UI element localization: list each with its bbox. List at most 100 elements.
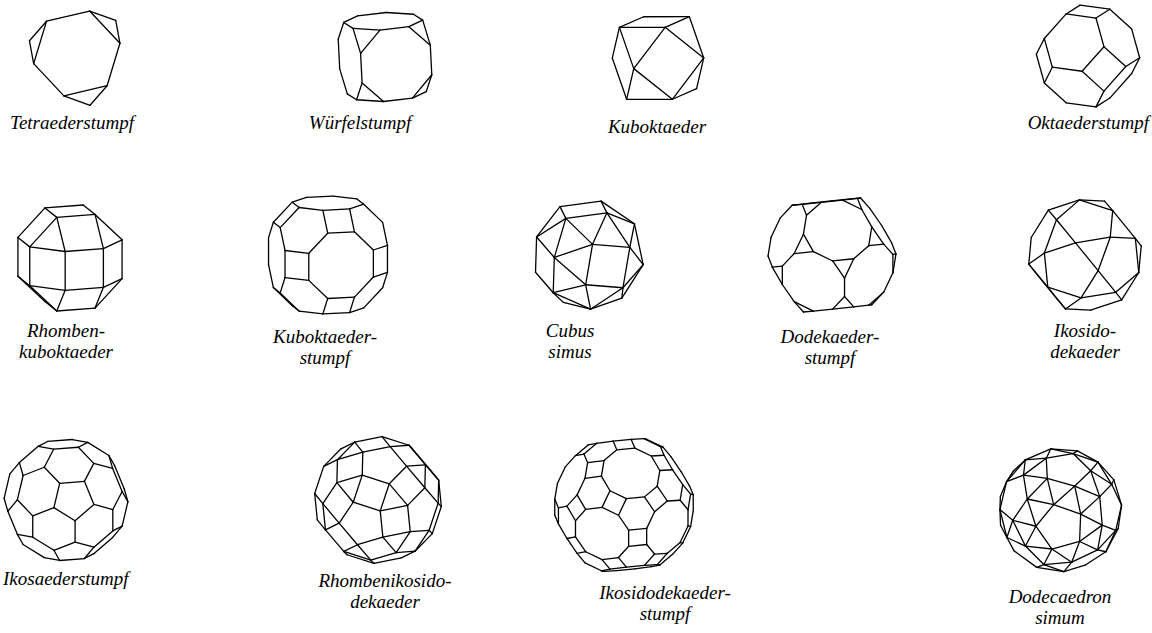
polyhedron-edge bbox=[273, 222, 280, 227]
polyhedron-edge bbox=[299, 207, 323, 210]
polyhedron-edge bbox=[667, 500, 680, 502]
polyhedron-edge bbox=[353, 475, 362, 502]
polyhedron-edge bbox=[577, 495, 586, 510]
polyhedron-edge bbox=[364, 204, 383, 222]
polyhedron-edge bbox=[1044, 253, 1047, 287]
polyhedron-edge bbox=[439, 480, 442, 506]
polyhedron-edge bbox=[1023, 475, 1047, 478]
polyhedron-edge bbox=[618, 546, 628, 557]
polyhedron-edge bbox=[782, 284, 794, 301]
polyhedron-edge bbox=[1036, 505, 1054, 527]
polyhedron-edge bbox=[383, 537, 396, 552]
polyhedron-edge bbox=[644, 486, 657, 497]
polyhedron-edge bbox=[17, 237, 18, 276]
polyhedron-edge bbox=[601, 201, 634, 224]
polyhedron-edge bbox=[1075, 486, 1081, 514]
polyhedron-edge bbox=[1116, 272, 1139, 292]
polyhedron-edge bbox=[1044, 38, 1052, 67]
polyhedron-edge bbox=[1075, 243, 1098, 271]
polyhedron-edge bbox=[437, 480, 439, 503]
polyhedron-edge bbox=[586, 507, 602, 509]
polyhedron-edge bbox=[269, 265, 274, 288]
polyhedron-edge bbox=[618, 515, 628, 530]
polyhedron-edge bbox=[17, 534, 32, 537]
polyhedron-drawing bbox=[555, 439, 693, 572]
polyhedron-edge bbox=[563, 302, 590, 309]
polyhedron-edge bbox=[292, 202, 299, 207]
polyhedron-edge bbox=[1091, 471, 1112, 485]
polyhedron-edge bbox=[409, 445, 412, 448]
polyhedron-edge bbox=[558, 524, 567, 539]
polyhedron-edge bbox=[373, 250, 374, 277]
polyhedron-edge bbox=[328, 232, 355, 233]
polyhedron-edge bbox=[383, 222, 388, 245]
polyhedron-edge bbox=[382, 437, 409, 446]
polyhedron-edge bbox=[426, 75, 432, 92]
polyhedron-edge bbox=[1027, 499, 1053, 505]
polyhedron-edge bbox=[1007, 537, 1026, 546]
polyhedron-edge bbox=[1065, 298, 1081, 309]
polyhedron-edge bbox=[65, 249, 103, 252]
polyhedron-edge bbox=[389, 484, 407, 506]
polyhedron-edge bbox=[854, 246, 869, 259]
polyhedron-drawing bbox=[4, 440, 128, 561]
figure-label: Oktaederstumpf bbox=[1028, 112, 1149, 133]
polyhedron-edge bbox=[1100, 484, 1112, 496]
polyhedron-edge bbox=[1029, 264, 1035, 272]
polyhedron-edge bbox=[54, 542, 75, 550]
polyhedron-edge bbox=[588, 461, 604, 463]
polyhedron-edge bbox=[30, 286, 57, 311]
polyhedron-edge bbox=[323, 209, 350, 210]
polyhedron-edge bbox=[601, 569, 610, 571]
polyhedron-edge bbox=[612, 58, 626, 99]
polyhedron-edge bbox=[560, 207, 566, 219]
polyhedron-edge bbox=[17, 475, 23, 499]
polyhedron-edge bbox=[1036, 38, 1044, 54]
polyhedron-edge bbox=[113, 526, 122, 531]
polyhedron-edge bbox=[536, 237, 537, 272]
polyhedron-edge bbox=[344, 545, 358, 552]
polyhedron-edge bbox=[94, 531, 113, 547]
polyhedron-edge bbox=[1013, 499, 1028, 520]
polyhedron-edge bbox=[1075, 237, 1110, 243]
polyhedron-edge bbox=[1126, 58, 1140, 67]
polyhedron-edge bbox=[44, 558, 59, 561]
polyhedron-edge bbox=[362, 475, 389, 484]
polyhedron-edge bbox=[88, 442, 109, 455]
polyhedron-edge bbox=[612, 27, 619, 58]
polyhedron-edge bbox=[558, 506, 567, 508]
polyhedron-edge bbox=[1046, 458, 1047, 478]
polyhedron-edge bbox=[1036, 54, 1044, 83]
polyhedron-edge bbox=[1072, 550, 1098, 562]
polyhedron-edge bbox=[357, 199, 364, 204]
polyhedron-edge bbox=[362, 452, 364, 475]
polyhedron-edge bbox=[57, 290, 65, 311]
polyhedron-edge bbox=[344, 16, 358, 23]
polyhedron-edge bbox=[269, 222, 274, 237]
polyhedron-edge bbox=[536, 272, 554, 293]
polyhedron-edge bbox=[1080, 541, 1098, 549]
polyhedron-edge bbox=[680, 526, 688, 543]
polyhedron-drawing bbox=[18, 205, 122, 311]
polyhedron-edge bbox=[586, 285, 591, 309]
polyhedron-edge bbox=[554, 218, 566, 257]
polyhedron-drawing bbox=[29, 11, 119, 105]
polyhedron-edge bbox=[122, 502, 128, 526]
polyhedron-edge bbox=[354, 232, 373, 250]
polyhedron-edge bbox=[339, 523, 357, 545]
polyhedron-edge bbox=[1104, 67, 1126, 92]
polyhedron-drawing bbox=[315, 437, 442, 564]
polyhedron-edge bbox=[802, 204, 806, 215]
polyhedron-edge bbox=[325, 530, 343, 552]
polyhedron-edge bbox=[1091, 471, 1100, 497]
polyhedron-edge bbox=[341, 442, 355, 449]
figure-label: Ikosidodekaeder- stumpf bbox=[599, 582, 731, 624]
polyhedron-edge bbox=[309, 233, 328, 253]
polyhedron-edge bbox=[18, 237, 30, 246]
polyhedron-edge bbox=[380, 511, 383, 537]
polyhedron-edge bbox=[1064, 562, 1072, 571]
polyhedron-edge bbox=[47, 11, 90, 21]
polyhedron-edge bbox=[663, 447, 671, 457]
polyhedron-edge bbox=[4, 474, 10, 498]
polyhedron-drawing bbox=[1029, 200, 1141, 310]
